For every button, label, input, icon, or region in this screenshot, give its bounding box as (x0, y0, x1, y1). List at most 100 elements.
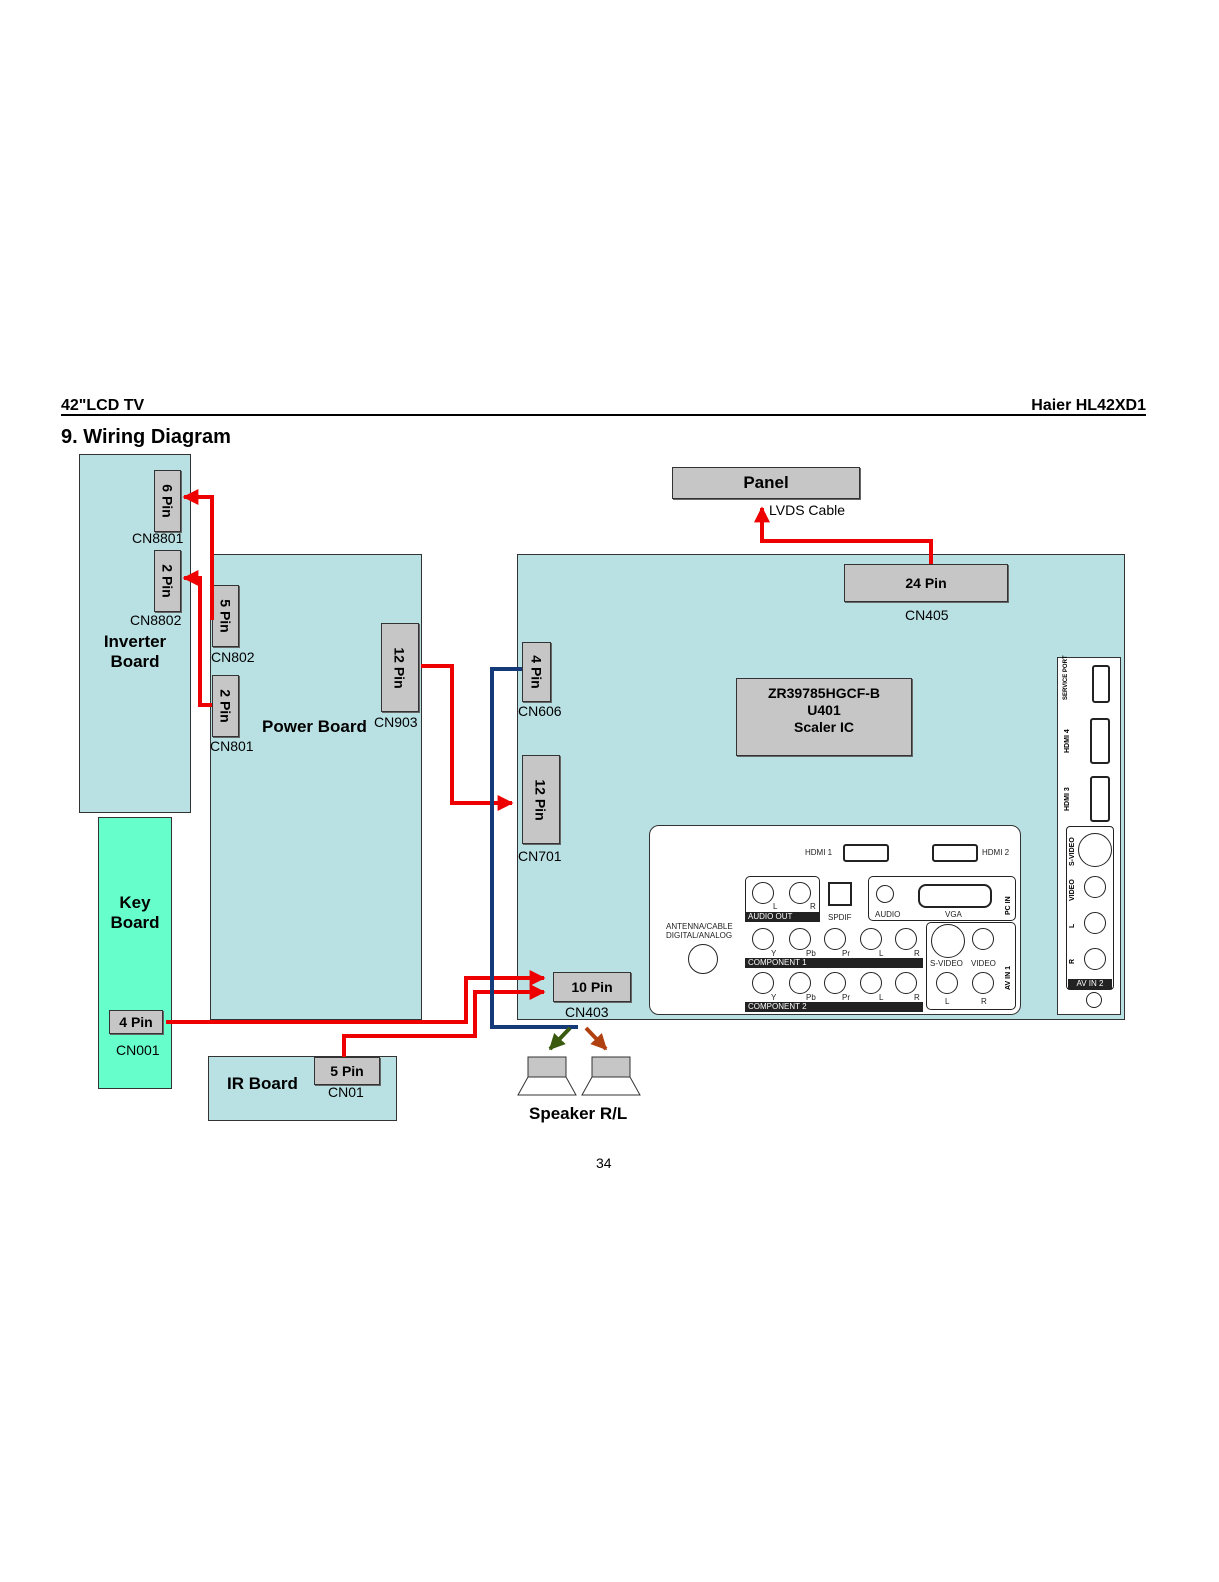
wire-cn606-speaker (490, 667, 578, 1029)
av-in1-label: AV IN 1 (1005, 966, 1012, 990)
key-board (98, 817, 172, 1089)
hdmi4-label: HDMI 4 (1064, 729, 1071, 753)
av-in1-r-label: R (981, 997, 987, 1006)
antenna-jack-icon (688, 944, 718, 974)
label-cn903: CN903 (374, 714, 418, 730)
key-board-label: Key Board (110, 893, 160, 932)
comp2-pb-jack-icon (789, 972, 811, 994)
av-in1-video-label: VIDEO (971, 959, 996, 968)
comp2-r-jack-icon (895, 972, 917, 994)
audio-out-r-jack-icon (789, 882, 811, 904)
vga-label: VGA (945, 910, 962, 919)
av-in1-svideo-jack-icon (931, 924, 965, 958)
component2-label: COMPONENT 2 (745, 1002, 923, 1012)
connector-cn8801: 6 Pin (154, 470, 181, 532)
av-in2-group (1066, 826, 1114, 990)
wire-cn903-cn701 (421, 664, 514, 811)
section-title: 9. Wiring Diagram (61, 426, 231, 448)
wire-speaker-right (584, 1026, 608, 1051)
audio-out-l-jack-icon (752, 882, 774, 904)
pc-in-group (868, 876, 1016, 921)
comp1-pb-label: Pb (806, 949, 816, 958)
audio-out-l-label: L (773, 902, 778, 911)
comp2-pr-label: Pr (842, 993, 850, 1002)
label-cn8802: CN8802 (130, 612, 182, 628)
av-in2-label: AV IN 2 (1068, 979, 1112, 989)
doc-header-right: Haier HL42XD1 (1031, 397, 1146, 414)
av-in2-video-label: VIDEO (1069, 879, 1076, 901)
label-cn001: CN001 (116, 1042, 160, 1058)
wire-cn403-cn001 (166, 970, 546, 1024)
connector-cn701: 12 Pin (522, 755, 560, 844)
hdmi1-port-icon (843, 844, 889, 862)
speaker-right-icon (581, 1056, 641, 1096)
connector-cn8802: 2 Pin (154, 550, 181, 612)
av-in2-r-jack-icon (1084, 948, 1106, 970)
comp2-r-label: R (914, 993, 920, 1002)
comp2-y-label: Y (771, 993, 777, 1002)
ir-board-label: IR Board (227, 1074, 298, 1093)
av-in1-r-jack-icon (972, 972, 994, 994)
connector-cn801: 2 Pin (212, 675, 239, 737)
av-in1-l-jack-icon (936, 972, 958, 994)
wire-cn405-panel (754, 506, 933, 564)
av-in1-svideo-label: S-VIDEO (930, 959, 963, 968)
comp1-r-jack-icon (895, 928, 917, 950)
speaker-left-icon (517, 1056, 577, 1096)
headphone-jack-icon (1086, 992, 1102, 1008)
comp1-pr-jack-icon (824, 928, 846, 950)
label-cn8801: CN8801 (132, 530, 184, 546)
connector-cn001: 4 Pin (109, 1010, 163, 1034)
page-number: 34 (596, 1155, 612, 1171)
antenna-label: ANTENNA/CABLE (666, 922, 733, 931)
label-cn802: CN802 (211, 649, 255, 665)
spdif-port-icon (828, 882, 852, 906)
wire-cn403-cn01 (342, 984, 546, 1057)
label-cn403: CN403 (565, 1004, 609, 1020)
label-cn405: CN405 (905, 607, 949, 623)
label-cn801: CN801 (210, 738, 254, 754)
av-in2-video-jack-icon (1084, 876, 1106, 898)
service-port-label: SERVICE PORT (1063, 655, 1069, 700)
label-cn01: CN01 (328, 1084, 364, 1100)
header-rule (61, 414, 1146, 416)
av-in2-svideo-label: S-VIDEO (1069, 837, 1076, 866)
speaker-label: Speaker R/L (529, 1104, 628, 1123)
av-in2-l-jack-icon (1084, 912, 1106, 934)
comp2-y-jack-icon (752, 972, 774, 994)
connector-cn403: 10 Pin (553, 972, 631, 1002)
power-board-label: Power Board (262, 717, 367, 736)
panel-box: Panel (672, 467, 860, 499)
hdmi2-port-icon (932, 844, 978, 862)
comp1-y-jack-icon (752, 928, 774, 950)
wire-cn802-cn8801 (182, 489, 214, 620)
comp1-r-label: R (914, 949, 920, 958)
hdmi1-label: HDMI 1 (805, 848, 833, 857)
audio-out-r-label: R (810, 902, 816, 911)
inverter-board-label: Inverter Board (103, 632, 167, 671)
hdmi4-port-icon (1090, 718, 1110, 764)
hdmi2-label: HDMI 2 (982, 848, 1010, 857)
spdif-label: SPDIF (828, 913, 852, 922)
doc-header-left: 42"LCD TV (61, 397, 145, 414)
comp2-l-label: L (879, 993, 884, 1002)
av-in1-l-label: L (945, 997, 950, 1006)
wire-speaker-left (548, 1026, 572, 1051)
av-in2-svideo-jack-icon (1078, 833, 1112, 867)
lvds-cable-label: LVDS Cable (769, 502, 846, 518)
digital-analog-label: DIGITAL/ANALOG (666, 931, 733, 940)
av-in2-r-label: R (1069, 958, 1076, 964)
audio-out-label: AUDIO OUT (745, 912, 820, 922)
comp1-pr-label: Pr (842, 949, 850, 958)
connector-cn405: 24 Pin (844, 564, 1008, 602)
vga-port-icon (918, 884, 992, 908)
service-port-icon (1092, 665, 1110, 703)
pc-audio-jack-icon (876, 885, 894, 903)
av-in1-group (926, 922, 1016, 1010)
hdmi3-port-icon (1090, 776, 1110, 822)
comp2-pr-jack-icon (824, 972, 846, 994)
comp2-l-jack-icon (860, 972, 882, 994)
hdmi3-label: HDMI 3 (1064, 787, 1071, 811)
